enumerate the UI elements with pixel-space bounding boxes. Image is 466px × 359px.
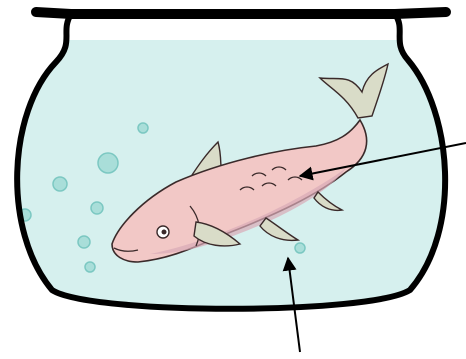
bubble (53, 177, 67, 191)
bubble (85, 262, 95, 272)
bubble (98, 153, 118, 173)
fish-pupil (162, 230, 167, 235)
bubble (295, 243, 305, 253)
bubble (138, 123, 148, 133)
bubble (78, 236, 90, 248)
bowl-rim (36, 12, 446, 14)
bubble (91, 202, 103, 214)
